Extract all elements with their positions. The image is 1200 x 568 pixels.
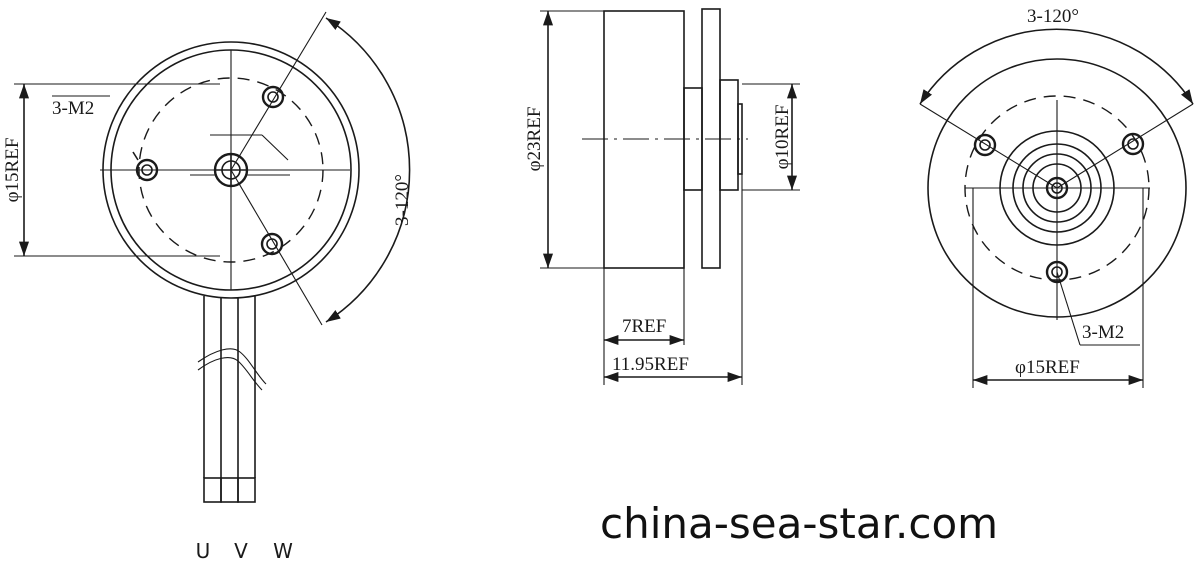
wire-label-w: W [273, 539, 293, 563]
right-thread-label: 3-M2 [1082, 322, 1124, 343]
mounting-hole-top [261, 85, 285, 109]
site-watermark: china-sea-star.com [600, 499, 998, 548]
wire-label-u: U [196, 539, 211, 563]
rear-hole-bottom [1045, 260, 1069, 284]
side-total-length-label: 11.95REF [612, 354, 689, 375]
left-angle-label: 3-120° [392, 174, 413, 226]
side-shaft-label: φ10REF [772, 105, 793, 170]
wire-label-v: V [234, 539, 248, 563]
left-pcd-label: φ15REF [2, 138, 23, 203]
left-thread-label: 3-M2 [52, 98, 94, 119]
rear-hole-left [973, 133, 997, 157]
wire-bundle [197, 296, 267, 503]
rear-hole-right [1121, 132, 1145, 156]
right-angle-label: 3-120° [1027, 6, 1079, 27]
rear-angle-arc [919, 28, 1194, 105]
right-pcd-label: φ15REF [1015, 357, 1080, 378]
side-body-length-label: 7REF [622, 316, 666, 337]
mounting-hole-left [132, 151, 159, 182]
side-diameter-label: φ23REF [524, 107, 545, 172]
right-view: 3-120° 3-M2 φ15REF [919, 6, 1194, 388]
angle-arc [325, 17, 411, 323]
side-view: φ23REF φ10REF 7REF 11.95REF [524, 8, 800, 385]
left-view: 3-120° φ15REF 3-M2 U V W [2, 11, 413, 563]
